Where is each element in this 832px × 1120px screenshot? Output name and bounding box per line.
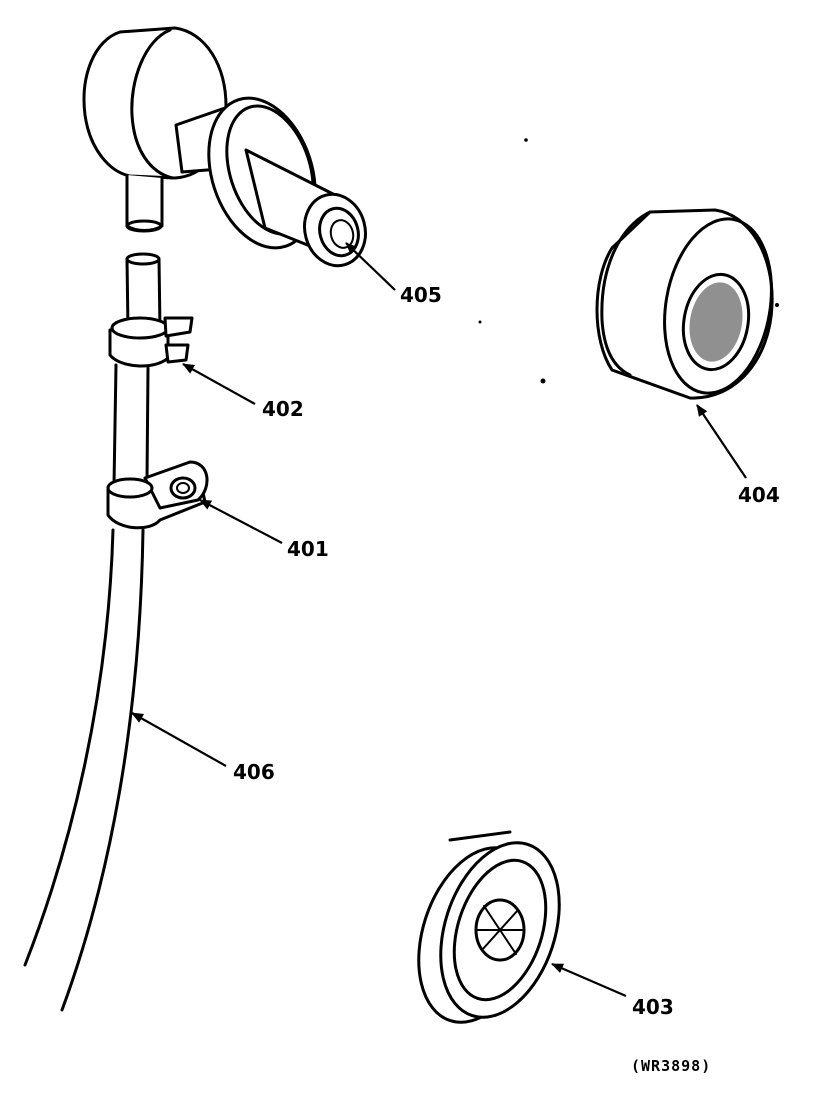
- arrow-401: [199, 499, 283, 544]
- cap-part-404: [595, 208, 774, 400]
- cap-speckled-recess: [689, 282, 743, 362]
- callout-404: 404: [738, 483, 780, 507]
- clamp-part-401: [106, 460, 209, 530]
- arrow-402: [182, 363, 256, 405]
- grommet-part-403: [417, 830, 561, 1024]
- arrow-403: [551, 962, 627, 998]
- arrow-405: [345, 242, 396, 291]
- callout-405: 405: [400, 283, 442, 307]
- arrow-404: [696, 404, 747, 479]
- clip-part-402: [108, 316, 194, 368]
- tube-part-406: [23, 252, 162, 1012]
- callout-402: 402: [262, 397, 304, 421]
- callout-406: 406: [233, 760, 275, 784]
- callout-401: 401: [287, 537, 329, 561]
- reference-code: (WR3898): [631, 1057, 711, 1075]
- arrow-406: [131, 712, 227, 767]
- stray-dots: [478, 138, 779, 384]
- valve-connector-part-405: [82, 26, 367, 268]
- leader-arrows: [131, 242, 747, 998]
- callout-403: 403: [632, 995, 674, 1019]
